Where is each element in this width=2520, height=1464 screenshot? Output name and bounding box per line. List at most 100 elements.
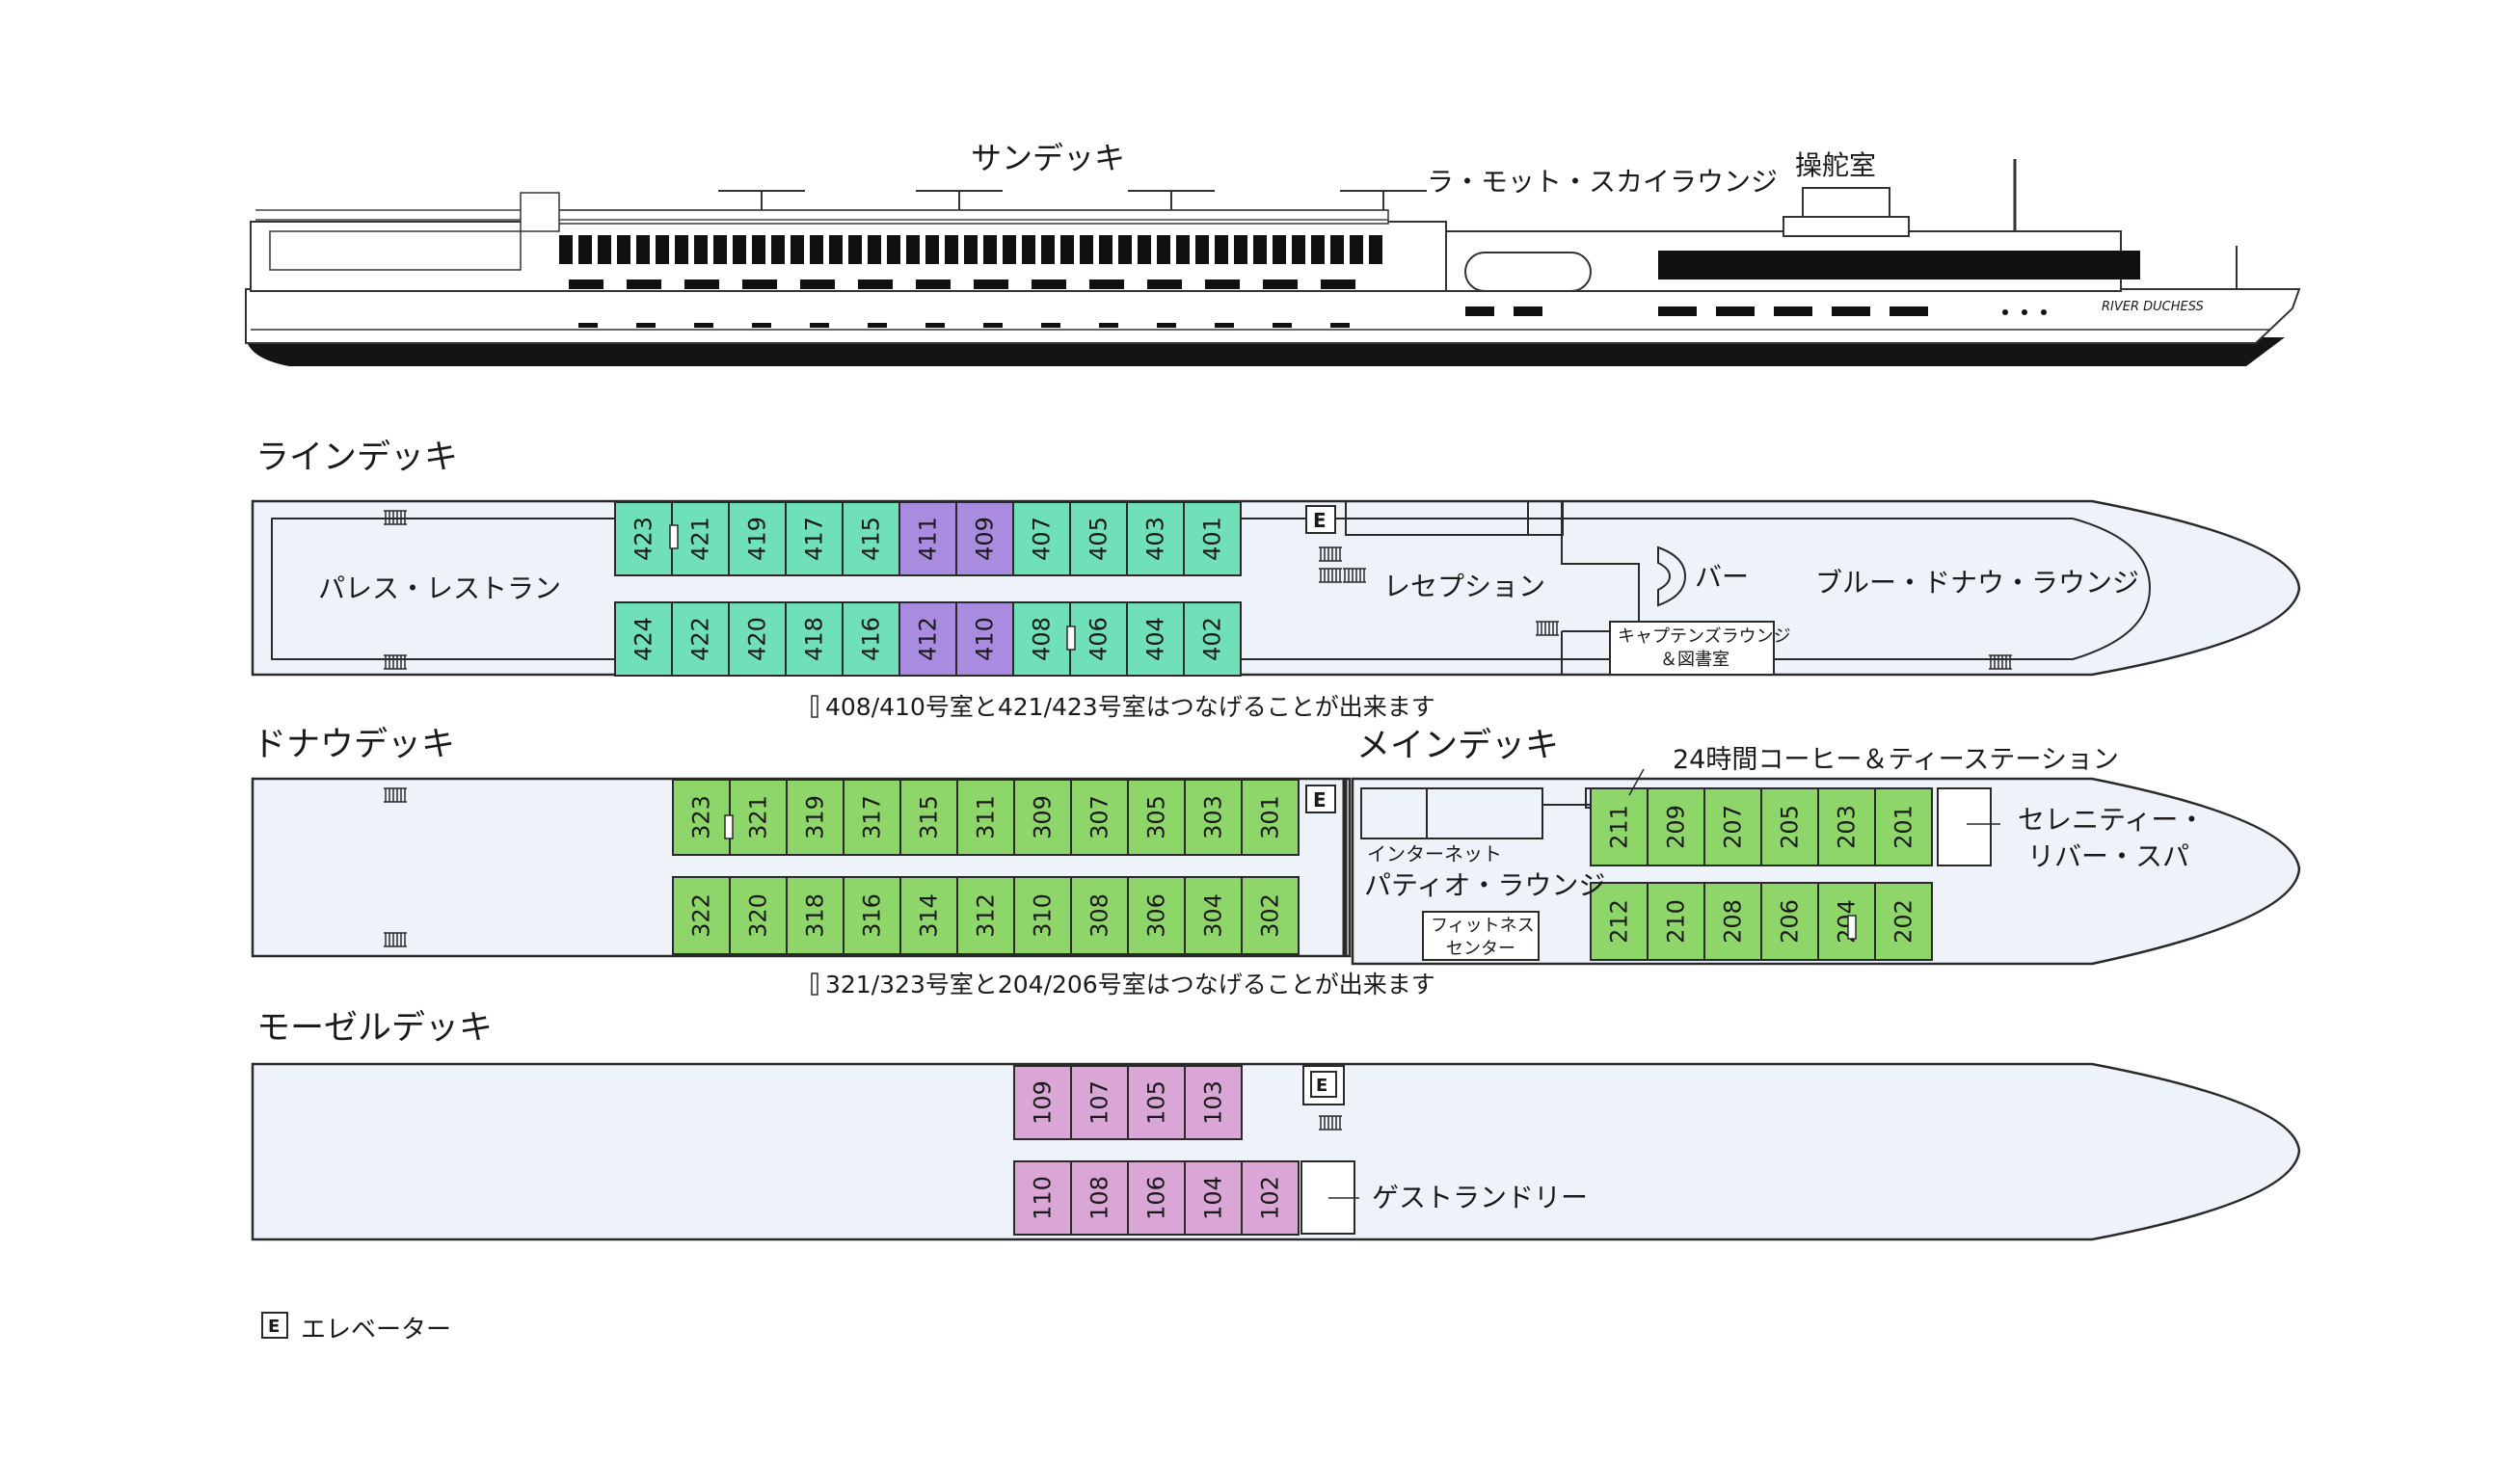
cabin-402[interactable]: 402 (1183, 601, 1242, 677)
cabin-number: 323 (688, 795, 715, 839)
spa-label-2: リバー・スパ (2027, 840, 2189, 872)
cabin-211[interactable]: 211 (1590, 787, 1649, 866)
cabin-number: 109 (1030, 1080, 1057, 1125)
cabin-number: 304 (1200, 893, 1227, 938)
stairs-icon (384, 787, 407, 803)
cabin-418[interactable]: 418 (785, 601, 844, 677)
cabin-306[interactable]: 306 (1127, 876, 1186, 955)
cabin-number: 203 (1834, 805, 1861, 849)
cabin-423[interactable]: 423 (614, 501, 673, 576)
cabin-308[interactable]: 308 (1070, 876, 1129, 955)
cabin-305[interactable]: 305 (1127, 779, 1186, 856)
cabin-316[interactable]: 316 (843, 876, 901, 955)
cabin-307[interactable]: 307 (1070, 779, 1129, 856)
cabin-309[interactable]: 309 (1013, 779, 1072, 856)
cabin-number: 211 (1606, 805, 1633, 849)
cabin-210[interactable]: 210 (1647, 882, 1705, 961)
cabin-number: 322 (688, 893, 715, 938)
cabin-315[interactable]: 315 (899, 779, 958, 856)
cabin-103[interactable]: 103 (1184, 1065, 1243, 1140)
cabin-number: 403 (1142, 517, 1169, 561)
cabin-304[interactable]: 304 (1184, 876, 1243, 955)
cabin-410[interactable]: 410 (955, 601, 1014, 677)
cabin-number: 306 (1143, 893, 1170, 938)
elevator-symbol: E (268, 1317, 280, 1337)
cabin-301[interactable]: 301 (1241, 779, 1300, 856)
cabin-311[interactable]: 311 (956, 779, 1015, 856)
cabin-number: 423 (630, 517, 657, 561)
cabin-208[interactable]: 208 (1703, 882, 1762, 961)
cabin-419[interactable]: 419 (728, 501, 787, 576)
cabin-424[interactable]: 424 (614, 601, 673, 677)
stairs-icons (384, 510, 2012, 1131)
cabin-403[interactable]: 403 (1126, 501, 1185, 576)
cabin-205[interactable]: 205 (1760, 787, 1819, 866)
cabin-408[interactable]: 408 (1012, 601, 1071, 677)
cabin-105[interactable]: 105 (1127, 1065, 1186, 1140)
cabin-102[interactable]: 102 (1241, 1160, 1300, 1236)
cabin-203[interactable]: 203 (1817, 787, 1876, 866)
cabin-201[interactable]: 201 (1874, 787, 1933, 866)
cabin-number: 110 (1030, 1176, 1057, 1220)
cabin-314[interactable]: 314 (899, 876, 958, 955)
cabin-323[interactable]: 323 (672, 779, 731, 856)
cabin-212[interactable]: 212 (1590, 882, 1649, 961)
library-label: ＆図書室 (1660, 650, 1729, 670)
cabin-407[interactable]: 407 (1012, 501, 1071, 576)
cabin-206[interactable]: 206 (1760, 882, 1819, 961)
stairs-icon (1319, 1115, 1342, 1131)
cabin-202[interactable]: 202 (1874, 882, 1933, 961)
cabin-319[interactable]: 319 (786, 779, 844, 856)
cabin-321[interactable]: 321 (729, 779, 788, 856)
cabin-number: 309 (1030, 795, 1057, 839)
cabin-322[interactable]: 322 (672, 876, 731, 955)
cabin-number: 406 (1086, 617, 1113, 661)
cabin-420[interactable]: 420 (728, 601, 787, 677)
cabin-number: 105 (1143, 1080, 1170, 1125)
cabin-415[interactable]: 415 (842, 501, 900, 576)
cabin-number: 305 (1143, 795, 1170, 839)
legend: E エレベーター (261, 1312, 451, 1344)
sun-deck-label: サンデッキ (971, 140, 1125, 176)
cabin-106[interactable]: 106 (1127, 1160, 1186, 1236)
cabin-107[interactable]: 107 (1070, 1065, 1129, 1140)
cabin-110[interactable]: 110 (1013, 1160, 1072, 1236)
cabin-416[interactable]: 416 (842, 601, 900, 677)
cabin-109[interactable]: 109 (1013, 1065, 1072, 1140)
cabin-320[interactable]: 320 (729, 876, 788, 955)
stairs-icon (384, 654, 407, 670)
elevator-icon (261, 1312, 288, 1339)
cabin-318[interactable]: 318 (786, 876, 844, 955)
stairs-icon (1319, 546, 1342, 562)
cabin-404[interactable]: 404 (1126, 601, 1185, 677)
cabin-421[interactable]: 421 (671, 501, 730, 576)
cabin-405[interactable]: 405 (1069, 501, 1128, 576)
cabin-108[interactable]: 108 (1070, 1160, 1129, 1236)
cabin-204[interactable]: 204 (1817, 882, 1876, 961)
cabin-number: 404 (1142, 617, 1169, 661)
main-deck-title: メインデッキ (1356, 727, 1559, 765)
cabin-411[interactable]: 411 (898, 501, 957, 576)
cabin-422[interactable]: 422 (671, 601, 730, 677)
cabin-417[interactable]: 417 (785, 501, 844, 576)
cabin-207[interactable]: 207 (1703, 787, 1762, 866)
cabin-303[interactable]: 303 (1184, 779, 1243, 856)
cabin-302[interactable]: 302 (1241, 876, 1300, 955)
cabin-310[interactable]: 310 (1013, 876, 1072, 955)
cabin-number: 311 (973, 795, 1000, 839)
cabin-number: 307 (1086, 795, 1113, 839)
cabin-209[interactable]: 209 (1647, 787, 1705, 866)
cabin-number: 415 (858, 517, 885, 561)
cabin-409[interactable]: 409 (955, 501, 1014, 576)
cabin-406[interactable]: 406 (1069, 601, 1128, 677)
connecting-door-icon (669, 524, 679, 549)
cabin-401[interactable]: 401 (1183, 501, 1242, 576)
cabin-number: 417 (801, 517, 828, 561)
cabin-104[interactable]: 104 (1184, 1160, 1243, 1236)
cabin-312[interactable]: 312 (956, 876, 1015, 955)
cabin-412[interactable]: 412 (898, 601, 957, 677)
cabin-317[interactable]: 317 (843, 779, 901, 856)
